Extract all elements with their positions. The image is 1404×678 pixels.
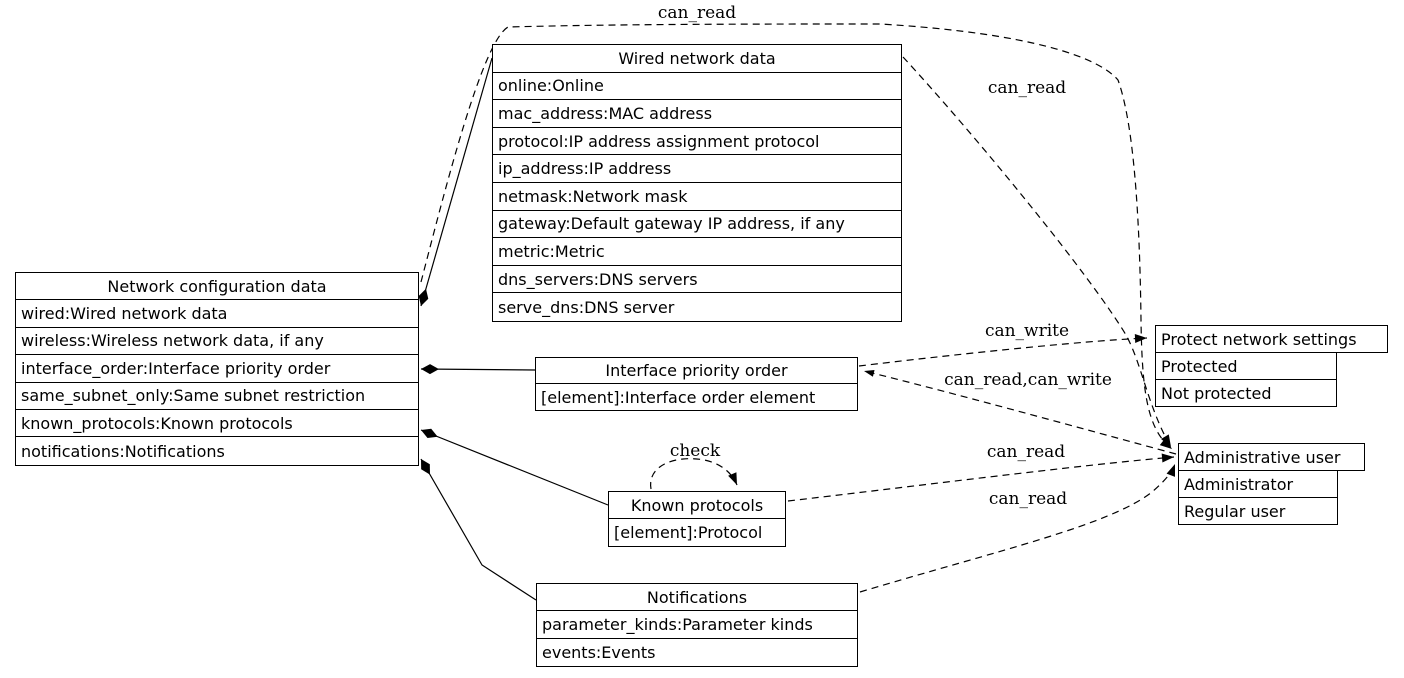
edge-known-self-check <box>650 458 738 490</box>
edge-known-admin-can-read <box>787 453 1175 502</box>
edge-notif-admin-can-read <box>859 463 1176 593</box>
edge-label-can-read-known: can_read <box>986 442 1066 462</box>
field-row-wireless: wireless:Wireless network data, if any <box>16 328 418 356</box>
field-row-events: events:Events <box>542 642 656 662</box>
node-title: Known protocols <box>609 492 785 519</box>
edge-ncd-admin-can-read <box>420 23 1173 450</box>
node-title: Notifications <box>537 584 857 612</box>
field-row-parameter-kinds: parameter_kinds:Parameter kinds <box>537 611 857 639</box>
field-row-serve-dns: serve_dns:DNS server <box>498 297 675 317</box>
edge-iface-protect-can-write <box>858 334 1148 367</box>
edge-admin-iface-can-read-can-write <box>863 369 1177 455</box>
edge-ncd-iface-line <box>420 364 536 375</box>
edge-label-check: check <box>669 441 721 461</box>
field-row-dns-servers: dns_servers:DNS servers <box>493 266 901 294</box>
field-row-element: [element]:Protocol <box>614 523 763 542</box>
node-title: Protect network settings <box>1155 325 1388 353</box>
edge-ncd-known-line <box>420 428 609 506</box>
edge-label-can-read-can-write: can_read,can_write <box>944 370 1112 390</box>
field-row-known-protocols: known_protocols:Known protocols <box>16 410 418 438</box>
field-row-protocol: protocol:IP address assignment protocol <box>493 128 901 156</box>
field-row-mac-address: mac_address:MAC address <box>493 100 901 128</box>
edge-label-can-read-wired: can_read <box>987 78 1067 98</box>
node-administrative-user: Administrative user Administrator Regula… <box>1178 443 1365 525</box>
edge-label-can-read-notifications: can_read <box>988 489 1068 509</box>
node-title: Wired network data <box>493 45 901 73</box>
field-row-wired: wired:Wired network data <box>16 300 418 328</box>
edge-label-can-read-top: can_read <box>657 3 737 23</box>
field-row-ip-address: ip_address:IP address <box>493 155 901 183</box>
edge-label-can-write: can_write <box>984 321 1070 341</box>
edge-wired-admin-can-read <box>902 56 1172 448</box>
field-row-netmask: netmask:Network mask <box>493 183 901 211</box>
node-wired-network-data: Wired network data online:Online mac_add… <box>492 44 902 322</box>
node-protect-network-settings: Protect network settings Protected Not p… <box>1155 325 1388 407</box>
field-row-online: online:Online <box>493 73 901 101</box>
field-row-element: [element]:Interface order element <box>541 387 816 407</box>
node-known-protocols: Known protocols [element]:Protocol <box>608 491 786 547</box>
node-network-configuration-data: Network configuration data wired:Wired n… <box>15 272 419 466</box>
edge-ncd-wired-line <box>418 57 493 307</box>
value-row-regular-user: Regular user <box>1178 497 1338 525</box>
node-interface-priority-order: Interface priority order [element]:Inter… <box>535 357 858 411</box>
node-notifications: Notifications parameter_kinds:Parameter … <box>536 583 858 667</box>
field-row-metric: metric:Metric <box>493 238 901 266</box>
field-row-gateway: gateway:Default gateway IP address, if a… <box>493 211 901 239</box>
field-row-same-subnet-only: same_subnet_only:Same subnet restriction <box>16 383 418 410</box>
value-row-administrator: Administrator <box>1178 470 1338 498</box>
node-title: Administrative user <box>1178 443 1365 471</box>
edge-ncd-notif-line <box>420 458 537 601</box>
node-title: Network configuration data <box>16 273 418 301</box>
node-title: Interface priority order <box>536 358 857 384</box>
field-row-notifications: notifications:Notifications <box>21 441 225 461</box>
value-row-not-protected: Not protected <box>1155 379 1337 407</box>
value-row-protected: Protected <box>1155 352 1337 380</box>
field-row-interface-order: interface_order:Interface priority order <box>16 355 418 383</box>
